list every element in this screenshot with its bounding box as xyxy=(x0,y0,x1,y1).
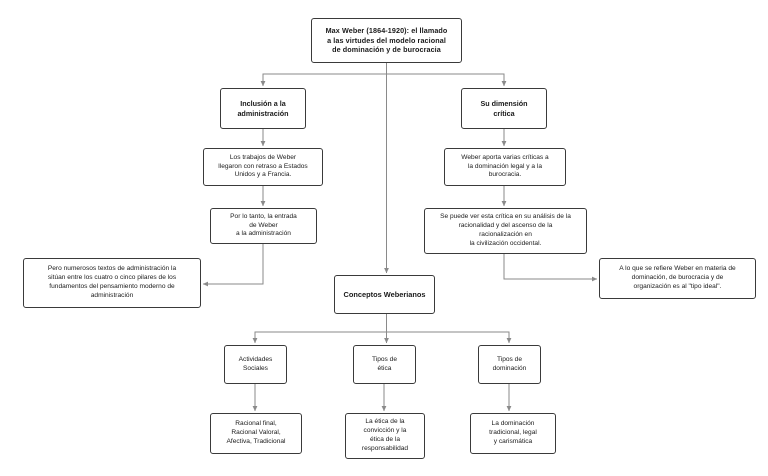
edge-root-left1 xyxy=(260,63,387,87)
node-tipos-de-etica[interactable]: Tipos de ética xyxy=(353,345,416,384)
node-root-max-weber[interactable]: Max Weber (1864-1920): el llamado a las … xyxy=(311,18,462,63)
node-textos-administracion-pilares[interactable]: Pero numerosos textos de administración … xyxy=(23,258,201,308)
edge-right3-farright xyxy=(503,254,598,282)
edge-center-b1 xyxy=(252,314,387,344)
edge-root-right1 xyxy=(386,63,507,87)
edge-left3-farleft xyxy=(202,244,264,287)
node-conceptos-weberianos[interactable]: Conceptos Weberianos xyxy=(334,275,435,314)
node-dimension-critica[interactable]: Su dimensión crítica xyxy=(461,88,547,129)
node-dominacion-tradicional-legal[interactable]: La dominación tradicional, legal y caris… xyxy=(470,413,556,454)
node-etica-conviccion-responsabilidad[interactable]: La ética de la convicción y la ética de … xyxy=(345,413,425,459)
edge-center-b3 xyxy=(386,314,512,344)
node-tipos-de-dominacion[interactable]: Tipos de dominación xyxy=(478,345,541,384)
node-racional-final-valoral[interactable]: Racional final, Racional Valoral, Afecti… xyxy=(210,413,302,454)
node-actividades-sociales[interactable]: Actividades Sociales xyxy=(224,345,287,384)
node-tipo-ideal[interactable]: A lo que se refiere Weber en materia de … xyxy=(599,258,756,299)
node-analisis-racionalidad[interactable]: Se puede ver esta crítica en su análisis… xyxy=(424,208,587,254)
node-inclusion-administracion[interactable]: Inclusión a la administración xyxy=(220,88,306,129)
node-trabajos-weber-retraso[interactable]: Los trabajos de Weber llegaron con retra… xyxy=(203,148,323,186)
node-criticas-dominacion-legal[interactable]: Weber aporta varias críticas a la domina… xyxy=(444,148,566,186)
node-entrada-weber-administracion[interactable]: Por lo tanto, la entrada de Weber a la a… xyxy=(210,208,317,244)
